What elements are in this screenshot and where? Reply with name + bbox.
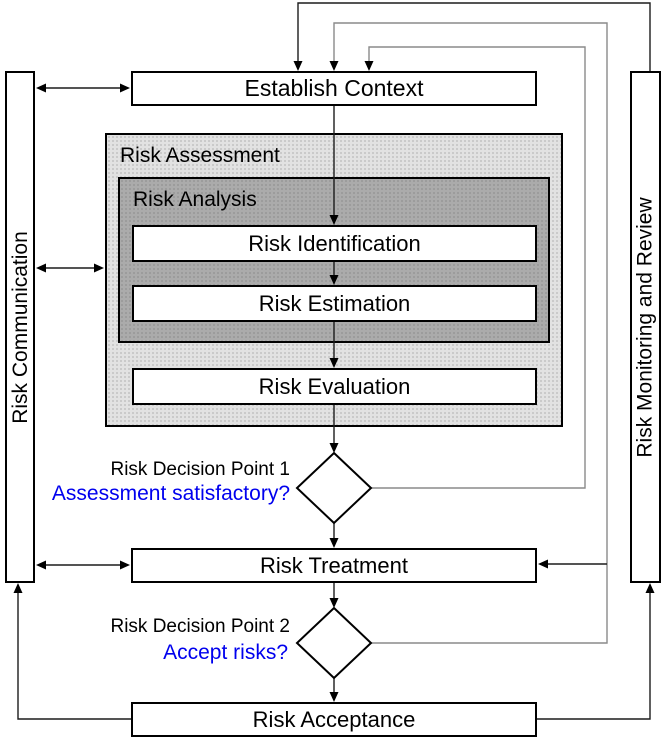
node-risk-monitoring-and-review-label: Risk Monitoring and Review (634, 196, 657, 458)
node-risk-acceptance-label: Risk Acceptance (252, 706, 416, 732)
decision-2-question: Accept risks? (163, 641, 288, 664)
node-establish-context-label: Establish Context (244, 75, 424, 101)
node-risk-communication: Risk Communication (5, 71, 35, 583)
node-risk-evaluation: Risk Evaluation (132, 368, 537, 405)
decision-2-title: Risk Decision Point 2 (110, 616, 290, 637)
node-risk-treatment: Risk Treatment (131, 548, 537, 583)
node-risk-evaluation-label: Risk Evaluation (258, 373, 411, 399)
double-arrow-communication-treatment (36, 560, 130, 570)
double-arrow-communication-context (36, 83, 130, 93)
double-arrow-communication-assessment (36, 263, 104, 273)
loop-acceptance-to-monitoring (537, 583, 655, 720)
branch-into-risk-treatment (538, 559, 607, 569)
decision-1-diamond (295, 451, 373, 525)
node-risk-estimation-label: Risk Estimation (258, 290, 411, 316)
node-risk-treatment-label: Risk Treatment (260, 552, 408, 578)
node-risk-estimation: Risk Estimation (132, 285, 537, 322)
node-establish-context: Establish Context (131, 71, 537, 106)
decision-1-title: Risk Decision Point 1 (110, 459, 290, 480)
node-risk-acceptance: Risk Acceptance (131, 702, 537, 737)
group-risk-analysis-label: Risk Analysis (133, 188, 257, 211)
loop-monitoring-to-context (297, 2, 651, 71)
node-risk-identification-label: Risk Identification (248, 230, 421, 256)
decision-1-question: Assessment satisfactory? (51, 482, 290, 505)
node-risk-monitoring-and-review: Risk Monitoring and Review (630, 71, 661, 583)
node-risk-communication-label: Risk Communication (8, 230, 32, 424)
node-risk-identification: Risk Identification (132, 225, 537, 262)
decision-2-diamond (295, 606, 373, 680)
group-risk-assessment-label: Risk Assessment (120, 144, 280, 167)
